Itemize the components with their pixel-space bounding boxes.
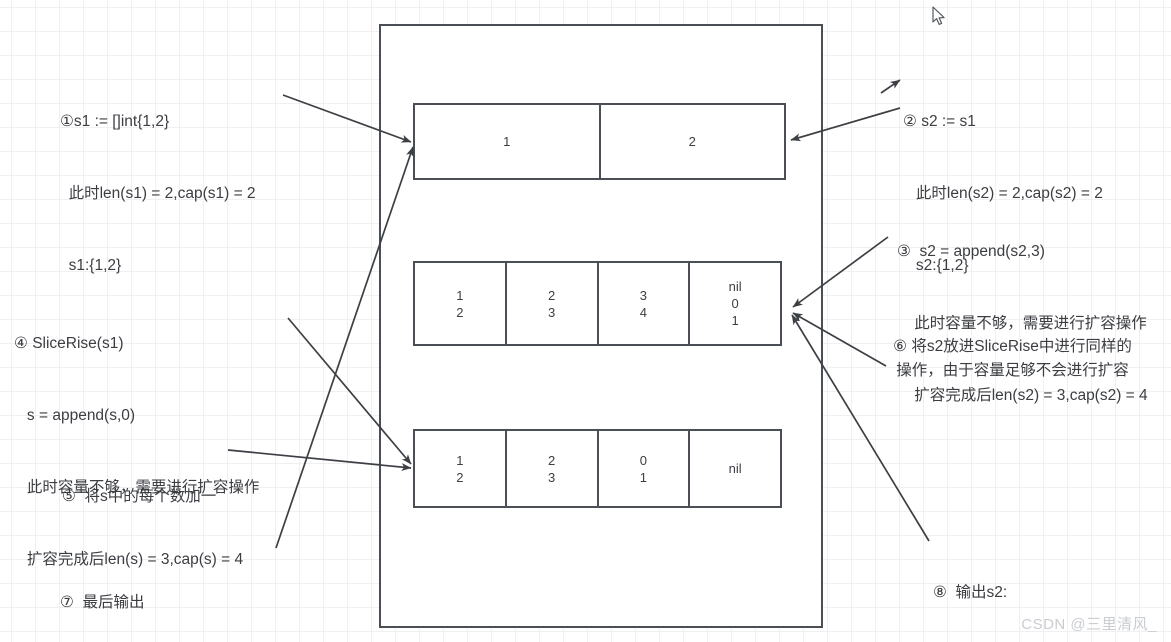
slice-cell: 2 — [598, 103, 786, 180]
note-line: 扩容完成后len(s2) = 3,cap(s2) = 4 — [897, 387, 1148, 404]
note-1-s1-declaration: ①s1 := []int{1,2} 此时len(s1) = 2,cap(s1) … — [60, 62, 256, 326]
cell-value: 2 — [456, 469, 464, 485]
note-8-final-s2-output: ⑧ 输出s2: {2， 3， 4， 1} — [933, 533, 1037, 642]
mouse-cursor-icon — [932, 6, 945, 25]
slice-row-expanded-s: 1 2 2 3 0 1 nil — [413, 429, 788, 508]
cell-value: nil — [728, 461, 742, 476]
note-line: ④ SliceRise(s1) — [14, 335, 124, 352]
note-line: s2:{1,2} — [903, 257, 969, 274]
slice-cell: 2 3 — [504, 261, 599, 346]
cell-value: nil — [728, 279, 742, 294]
note-6-s2-slicerise: ⑥ 将s2放进SliceRise中进行同样的操作，由于容量足够不会进行扩容 — [890, 335, 1135, 383]
cell-value: 1 — [503, 134, 511, 149]
slice-cell: 3 4 — [596, 261, 691, 346]
note-line: ①s1 := []int{1,2} — [60, 113, 170, 130]
cell-value: 2 — [548, 452, 556, 468]
slice-cell: 1 2 — [413, 261, 507, 346]
cell-value: 1 — [456, 287, 464, 303]
note-2-s2-assignment: ② s2 := s1 此时len(s2) = 2,cap(s2) = 2 s2:… — [903, 62, 1103, 326]
cell-value: 3 — [548, 469, 556, 485]
note-line: ⑥ 将s2放进SliceRise中进行同样的操作，由于容量足够不会进行扩容 — [893, 338, 1132, 379]
slice-cell: nil — [688, 429, 782, 508]
slice-cell: 1 — [413, 103, 601, 180]
cell-value: 1 — [731, 313, 739, 328]
cell-value: 0 — [639, 452, 647, 468]
cell-value: 0 — [731, 296, 739, 311]
cell-value: 3 — [548, 304, 556, 320]
slice-cell: 0 1 — [596, 429, 691, 508]
slice-cell: nil 0 1 — [688, 261, 782, 346]
arrow-note2-elbow — [880, 79, 901, 94]
cell-value: 2 — [456, 304, 464, 320]
note-line: ⑦ 最后输出 — [60, 594, 145, 611]
note-line: 此时len(s2) = 2,cap(s2) = 2 — [903, 185, 1103, 202]
note-line: s1:{1,2} — [60, 257, 122, 274]
note-4-slicerise-call: ④ SliceRise(s1) s = append(s,0) 此时容量不够，需… — [14, 284, 259, 620]
note-3-s2-append: ③ s2 = append(s2,3) 此时容量不够，需要进行扩容操作 扩容完成… — [897, 192, 1148, 456]
note-line: s = append(s,0) — [14, 407, 136, 424]
slice-row-expanded-s2: 1 2 2 3 3 4 nil 0 1 — [413, 261, 788, 346]
note-line: 扩容完成后len(s) = 3,cap(s) = 4 — [14, 551, 244, 568]
note-line: ② s2 := s1 — [903, 113, 976, 130]
note-line: 此时容量不够，需要进行扩容操作 — [897, 315, 1147, 332]
note-line: 此时容量不够，需要进行扩容操作 — [14, 479, 260, 496]
note-line: 此时len(s1) = 2,cap(s1) = 2 — [60, 185, 256, 202]
note-line: ③ s2 = append(s2,3) — [897, 243, 1045, 260]
cell-value: 2 — [688, 134, 696, 149]
slice-row-initial: 1 2 — [413, 103, 788, 180]
cell-value: 1 — [456, 452, 464, 468]
note-line: ⑧ 输出s2: — [933, 584, 1008, 601]
note-5-increment: ⑤ 将s中的每个数加一 — [62, 437, 216, 557]
note-line: ⑤ 将s中的每个数加一 — [62, 488, 217, 505]
cell-value: 4 — [639, 304, 647, 320]
csdn-watermark: CSDN @三里清风_ — [1021, 616, 1157, 633]
note-7-final-s1-output: ⑦ 最后输出 s1：{1， 2} — [60, 543, 148, 642]
cell-value: 1 — [639, 469, 647, 485]
cell-value: 3 — [639, 287, 647, 303]
cell-value: 2 — [548, 287, 556, 303]
slice-cell: 1 2 — [413, 429, 507, 508]
slice-cell: 2 3 — [504, 429, 599, 508]
